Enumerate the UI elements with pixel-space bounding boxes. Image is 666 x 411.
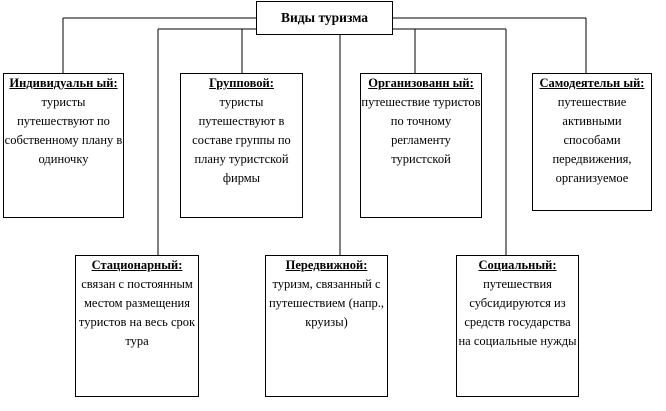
box-mobile: Передвижной: туризм, связанный с путешес… (265, 255, 388, 397)
box-stationary-title: Стационарный: (91, 258, 183, 272)
box-organized-title: Организованн ый: (368, 76, 474, 90)
box-organized: Организованн ый: путешествие туристов по… (360, 73, 482, 218)
box-individual-text: туристы путешествуют по собственному пла… (4, 95, 123, 166)
box-group-title: Групповой: (209, 76, 274, 90)
box-stationary: Стационарный: связан с постоянным местом… (75, 255, 199, 397)
root-title: Виды туризма (280, 10, 369, 25)
box-mobile-text: туризм, связанный с путешествием (напр.,… (268, 277, 385, 329)
box-individual-title: Индивидуальн ый: (9, 76, 118, 90)
box-organized-text: путешествие туристов по точному регламен… (361, 95, 481, 166)
box-social-title: Социальный: (478, 258, 557, 272)
box-group: Групповой: туристы путешествуют в состав… (180, 73, 303, 218)
box-amateur-text: путешествие активными способами передвиж… (552, 95, 632, 185)
box-amateur-title: Самодеятельн ый: (539, 76, 645, 90)
box-amateur: Самодеятельн ый: путешествие активными с… (532, 73, 652, 211)
box-individual: Индивидуальн ый: туристы путешествуют по… (3, 73, 124, 218)
box-stationary-text: связан с постоянным местом размещения ту… (78, 277, 196, 348)
box-group-text: туристы путешествуют в составе группы по… (192, 95, 291, 185)
root-box: Виды туризма (256, 1, 393, 35)
box-mobile-title: Передвижной: (285, 258, 368, 272)
box-social-text: путешествия субсидируются из средств гос… (458, 277, 577, 348)
box-social: Социальный: путешествия субсидируются из… (456, 255, 579, 397)
